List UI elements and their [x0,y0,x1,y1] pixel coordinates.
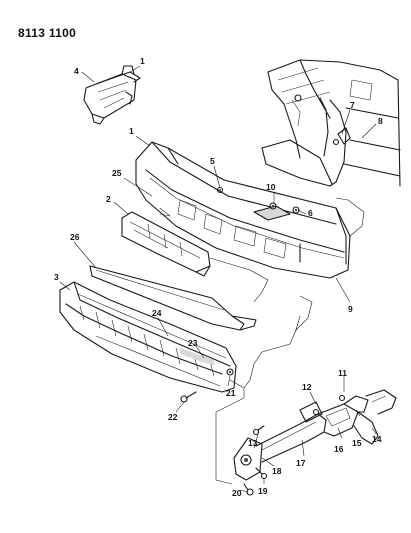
fastener-part-10 [269,202,277,210]
callout-12: 12 [302,382,312,392]
callout-5: 5 [210,156,215,166]
callout-11: 11 [338,368,347,378]
callout-1-top: 1 [140,56,145,66]
callout-labels: 1 4 1 5 25 2 10 6 7 8 9 26 3 24 23 21 22… [54,56,383,498]
bumper-fascia-part-1 [135,141,351,279]
callout-26: 26 [70,232,80,242]
callout-15: 15 [352,438,362,448]
catalog-number: 8113 1100 [18,26,77,40]
fastener-part-6 [292,206,300,214]
callout-2: 2 [106,194,111,204]
callout-24: 24 [152,308,162,318]
callout-1-fascia: 1 [129,126,134,136]
callout-6: 6 [308,208,313,218]
fastener-part-21 [226,368,234,376]
callout-14: 14 [372,434,382,444]
reinforcement-part-3 [59,281,237,393]
bolt-part-22 [180,391,197,403]
callout-8: 8 [378,116,383,126]
callout-10: 10 [266,182,276,192]
callout-7: 7 [350,100,355,110]
callout-16: 16 [334,444,344,454]
callout-4: 4 [74,66,79,76]
vehicle-body-section [261,59,401,187]
callout-25: 25 [112,168,122,178]
callout-22: 22 [168,412,178,422]
leader-lines [59,65,377,493]
callout-9: 9 [348,304,353,314]
callout-20: 20 [232,488,242,498]
callout-23: 23 [188,338,198,348]
routing-outline [209,197,365,485]
callout-3: 3 [54,272,59,282]
callout-17: 17 [296,458,306,468]
air-dam-part-26 [89,265,257,331]
callout-13: 13 [248,438,258,448]
mounting-arm-parts-14-20 [233,389,397,496]
callout-18: 18 [272,466,282,476]
valance-part-2 [121,211,211,277]
callout-21: 21 [226,388,236,398]
callout-19: 19 [258,486,268,496]
bracket-part-4 [83,65,141,125]
clip-part-7 [337,127,351,145]
